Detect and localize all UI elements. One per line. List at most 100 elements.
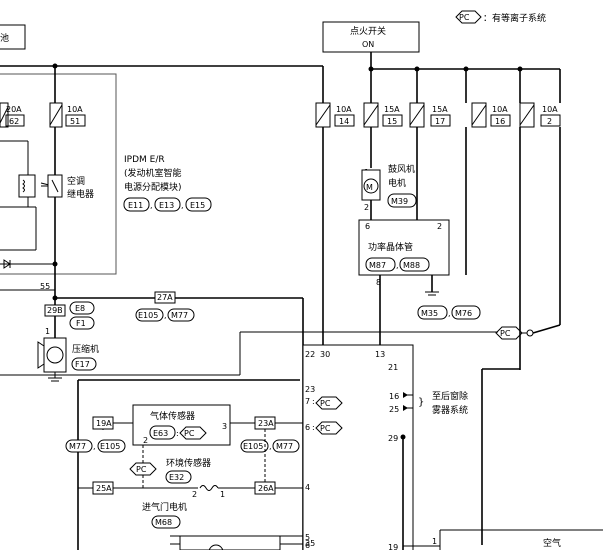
svg-text:25A: 25A bbox=[96, 484, 112, 493]
svg-text:E105: E105 bbox=[100, 442, 120, 451]
svg-text:10A: 10A bbox=[67, 105, 83, 114]
svg-text:7: 7 bbox=[305, 397, 310, 406]
svg-text:M39: M39 bbox=[391, 197, 408, 206]
svg-text:29B: 29B bbox=[47, 306, 63, 315]
svg-text:M: M bbox=[366, 183, 373, 192]
svg-text:19A: 19A bbox=[96, 419, 112, 428]
svg-text:E63: E63 bbox=[153, 429, 168, 438]
fuse-51: 10A 51 bbox=[49, 102, 86, 128]
ignition-switch-state: ON bbox=[362, 40, 374, 49]
svg-text:16: 16 bbox=[389, 392, 399, 401]
svg-text:1: 1 bbox=[432, 537, 437, 546]
svg-text:E105: E105 bbox=[138, 311, 158, 320]
svg-text:2: 2 bbox=[192, 490, 197, 499]
pc-tag-pin6: : PC bbox=[312, 421, 343, 435]
fuse-62: 20A 62 bbox=[0, 102, 25, 128]
ac-relay-label-2: 继电器 bbox=[67, 188, 94, 200]
power-transistor: 6 2 功率晶体管 M87 , M88 8 M35 , M76 bbox=[358, 219, 481, 320]
svg-text:2: 2 bbox=[143, 436, 148, 445]
svg-text:17: 17 bbox=[435, 117, 445, 126]
svg-text:PC: PC bbox=[184, 429, 195, 438]
air-label: 空气 bbox=[543, 537, 561, 549]
svg-text:6: 6 bbox=[305, 423, 310, 432]
svg-text:15A: 15A bbox=[384, 105, 400, 114]
svg-text:62: 62 bbox=[9, 117, 19, 126]
fuse-15: 15A 15 bbox=[363, 102, 403, 128]
blower-motor: 1 M 2 鼓风机 电机 M39 bbox=[361, 163, 417, 220]
pc-tag-right: PC bbox=[0, 324, 561, 376]
svg-text:1: 1 bbox=[45, 327, 50, 336]
svg-text:25: 25 bbox=[389, 405, 399, 414]
blower-label-1: 鼓风机 bbox=[388, 163, 415, 175]
svg-text:16: 16 bbox=[495, 117, 505, 126]
svg-text:13: 13 bbox=[375, 350, 385, 359]
svg-text:PC: PC bbox=[320, 399, 331, 408]
svg-text:M35: M35 bbox=[421, 309, 438, 318]
svg-text:2: 2 bbox=[364, 203, 369, 212]
svg-text:M76: M76 bbox=[455, 309, 472, 318]
fuse-17: 15A 17 bbox=[409, 102, 451, 128]
ambient-sensor: 环境传感器 E32 25A 2 1 26A bbox=[78, 429, 303, 499]
svg-text:至后窗除: 至后窗除 bbox=[432, 390, 468, 402]
svg-text:M77: M77 bbox=[276, 442, 293, 451]
gas-sensor-label: 气体传感器 bbox=[150, 410, 195, 422]
svg-text::: : bbox=[176, 429, 179, 438]
ignition-switch-box bbox=[322, 21, 420, 53]
control-module-box bbox=[302, 344, 414, 550]
svg-text:15: 15 bbox=[387, 117, 397, 126]
svg-text:,: , bbox=[448, 309, 451, 318]
svg-text:E8: E8 bbox=[75, 304, 85, 313]
svg-text:雾器系统: 雾器系统 bbox=[432, 404, 468, 416]
svg-text:55: 55 bbox=[40, 282, 50, 291]
right-lower-wiring: 1 空气 bbox=[400, 434, 603, 550]
ac-relay-label-1: 空调 bbox=[67, 175, 85, 187]
svg-text:26A: 26A bbox=[258, 484, 274, 493]
ignition-switch-label: 点火开关 bbox=[350, 25, 386, 37]
control-module-pins: 22 30 13 21 23 7 6 4 5 6 35 29 19 bbox=[305, 350, 398, 550]
svg-text:M88: M88 bbox=[403, 261, 420, 270]
svg-text:,: , bbox=[150, 201, 153, 210]
svg-text:5: 5 bbox=[305, 533, 310, 542]
svg-text:1: 1 bbox=[220, 490, 225, 499]
battery-box bbox=[0, 24, 26, 50]
intake-door-motor: 进气门电机 M68 bbox=[142, 501, 303, 550]
svg-text:(发动机室智能: (发动机室智能 bbox=[124, 167, 182, 179]
fuse-2: 10A 2 bbox=[519, 102, 561, 128]
legend-pc-tag: PC bbox=[459, 13, 470, 22]
svg-text:10A: 10A bbox=[492, 105, 508, 114]
svg-text::: : bbox=[312, 397, 315, 406]
svg-text:,: , bbox=[396, 261, 399, 270]
svg-text:,: , bbox=[164, 311, 167, 320]
svg-text:M87: M87 bbox=[369, 261, 386, 270]
svg-text:22: 22 bbox=[305, 350, 315, 359]
blower-label-2: 电机 bbox=[388, 177, 406, 189]
svg-text:10A: 10A bbox=[336, 105, 352, 114]
svg-text:IPDM E/R: IPDM E/R bbox=[124, 155, 165, 165]
svg-text:6: 6 bbox=[305, 541, 310, 550]
svg-text:14: 14 bbox=[339, 117, 349, 126]
svg-text:20A: 20A bbox=[6, 105, 22, 114]
svg-text:51: 51 bbox=[70, 117, 80, 126]
intake-motor-label: 进气门电机 bbox=[142, 501, 187, 513]
svg-text:6: 6 bbox=[365, 222, 370, 231]
svg-text:4: 4 bbox=[305, 483, 310, 492]
svg-text:30: 30 bbox=[320, 350, 330, 359]
svg-text:2: 2 bbox=[437, 222, 442, 231]
svg-text:,: , bbox=[269, 442, 272, 451]
legend: PC ：有等离子系统 bbox=[455, 10, 546, 24]
svg-text:M77: M77 bbox=[69, 442, 86, 451]
legend-text: ：有等离子系统 bbox=[483, 12, 546, 24]
svg-text:PC: PC bbox=[136, 465, 147, 474]
fuse-14: 10A 14 bbox=[315, 102, 355, 128]
rear-defogger: 16 25 } 至后窗除 雾器系统 bbox=[389, 390, 468, 416]
svg-text:PC: PC bbox=[500, 329, 511, 338]
svg-text:PC: PC bbox=[320, 424, 331, 433]
fuse-16: 10A 16 bbox=[471, 102, 511, 128]
ipdm-internal-wires bbox=[0, 63, 58, 290]
junction-27a: 27A E105 , M77 bbox=[135, 291, 195, 322]
svg-text:E13: E13 bbox=[159, 201, 174, 210]
svg-text:E11: E11 bbox=[128, 201, 143, 210]
svg-text:10A: 10A bbox=[542, 105, 558, 114]
svg-text:23: 23 bbox=[305, 385, 315, 394]
